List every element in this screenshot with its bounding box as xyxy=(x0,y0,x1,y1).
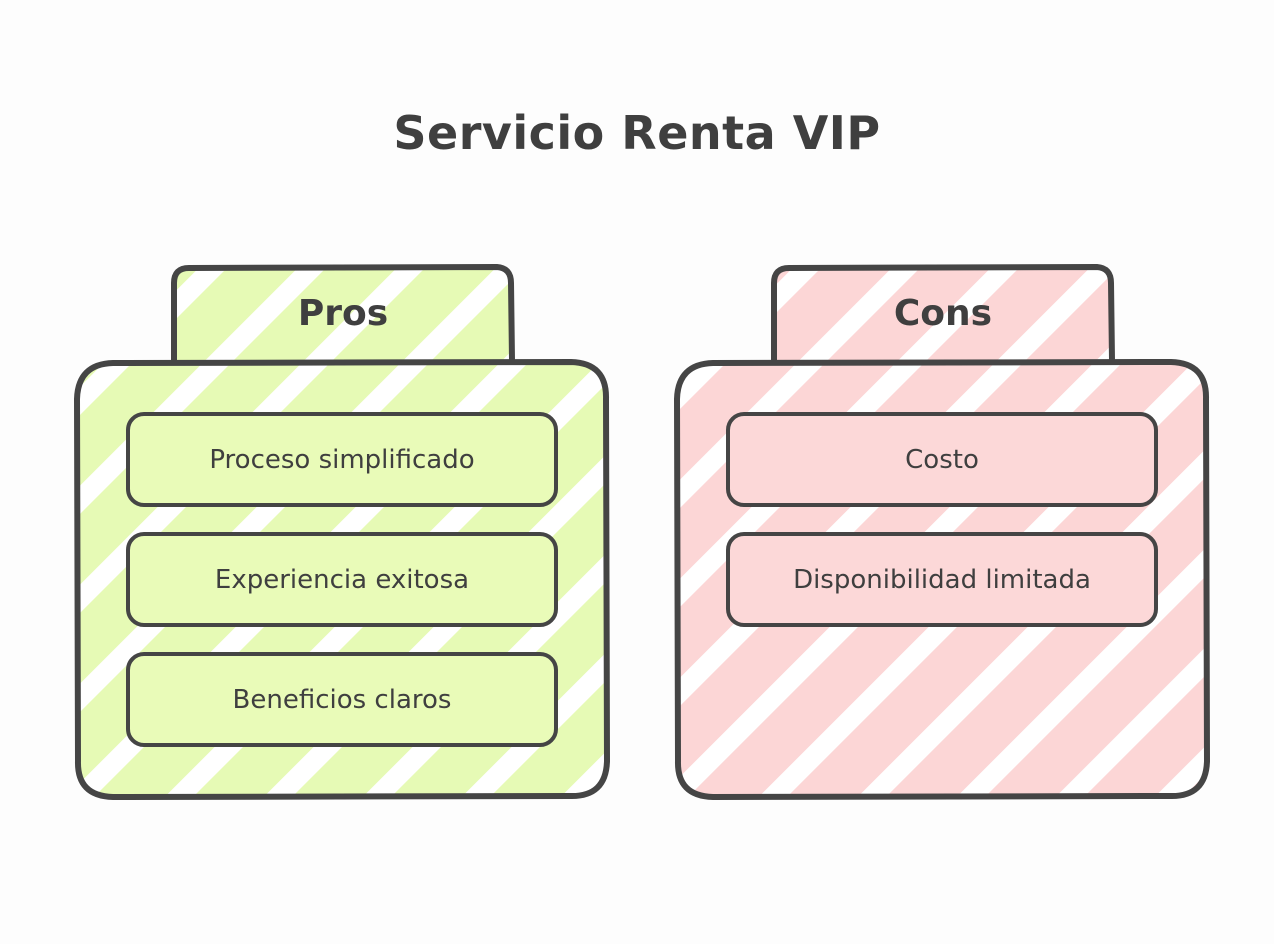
pros-item: Proceso simplificado xyxy=(126,412,558,507)
pros-box-outline xyxy=(74,359,610,800)
pros-label: Pros xyxy=(297,293,389,334)
cons-tab-outline xyxy=(771,264,1115,365)
cons-item: Costo xyxy=(726,412,1158,507)
pros-tab-fill xyxy=(172,268,512,362)
pros-item: Beneficios claros xyxy=(126,652,558,747)
pros-tab-outline xyxy=(171,264,515,365)
cons-label: Cons xyxy=(893,293,993,334)
cons-tab-fill xyxy=(772,268,1112,362)
diagram-title: Servicio Renta VIP xyxy=(393,106,881,160)
pros-item: Experiencia exitosa xyxy=(126,532,558,627)
cons-item: Disponibilidad limitada xyxy=(726,532,1158,627)
cons-box-outline xyxy=(674,359,1210,800)
